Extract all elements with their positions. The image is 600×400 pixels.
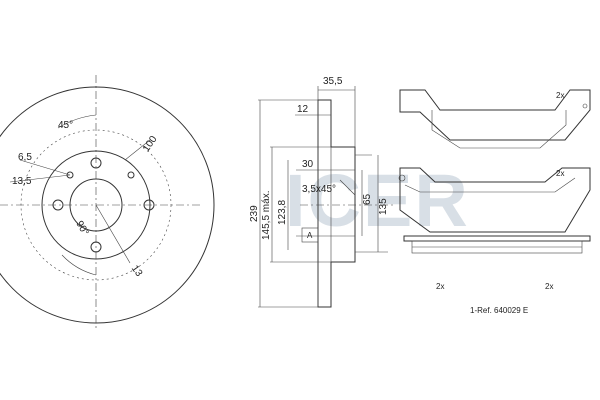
bolt-hole-left (52, 199, 64, 211)
bolt-hole-bottom (90, 241, 102, 253)
brake-pad-top (399, 89, 591, 149)
friction-dia-label: 135 (378, 198, 389, 215)
center-bore-label: 65 (362, 193, 373, 205)
pad-bottom-left-qty: 2x (436, 282, 444, 291)
hat-dia-label: 145,5 máx. (261, 191, 272, 240)
disc-cross-section (258, 86, 395, 308)
bolt-hole-top (90, 157, 102, 169)
pad-top-qty: 2x (556, 91, 564, 100)
disc-inner-ring (20, 129, 172, 281)
hat-depth-label: 30 (302, 159, 314, 170)
center-offset-label: 13,5 (12, 176, 32, 187)
bolt-hole-dia-label: 6,5 (18, 152, 32, 163)
total-width-label: 35,5 (323, 76, 343, 87)
chamfer-label: 3,5x45° (302, 184, 336, 195)
hole-size-label: 13 (129, 263, 145, 279)
pad-reference-label: 1-Ref. 640029 E (470, 306, 528, 315)
angle-top-label: 45° (58, 120, 73, 131)
inner-dia-label: 123,8 (277, 200, 288, 225)
disc-center-bore (69, 178, 123, 232)
disc-outer-circle (0, 86, 215, 324)
bolt-hole-right (143, 199, 155, 211)
marker-box (301, 227, 319, 243)
disc-hat-circle (41, 150, 151, 260)
pad-bottom-right-qty: 2x (545, 282, 553, 291)
pcd-label: 100 (141, 134, 160, 154)
outer-dia-label: 239 (249, 205, 260, 222)
disc-front-view (0, 75, 215, 330)
brake-pad-middle (398, 167, 591, 233)
marker-label: A (307, 231, 313, 240)
locating-hole-2 (127, 171, 135, 179)
locating-hole (66, 171, 74, 179)
pad-mid-qty: 2x (556, 169, 564, 178)
brake-pad-side-view (403, 235, 591, 254)
disc-thickness-label: 12 (297, 104, 309, 115)
